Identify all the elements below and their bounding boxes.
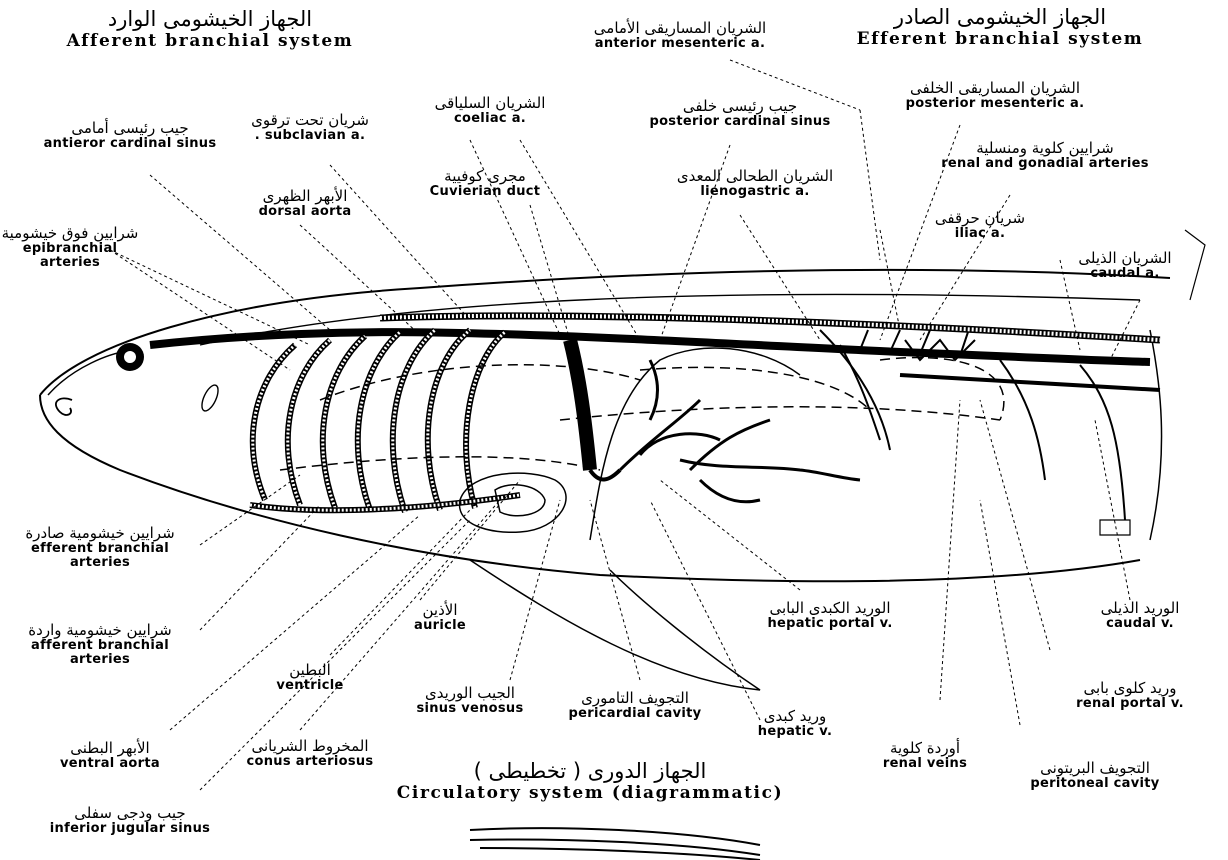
circulatory-system-header: الجهاز الدورى ( تخطيطى ) Circulatory sys…	[380, 760, 800, 803]
bottom-strip	[470, 828, 760, 860]
label-subclavian: شريان تحت ترقوى. subclavian a.	[240, 112, 380, 143]
efferent-system-header: الجهاز الخيشومى الصادر Efferent branchia…	[820, 6, 1180, 49]
afferent-system-header: الجهاز الخيشومى الوارد Afferent branchia…	[60, 8, 360, 51]
dorsal-aorta	[150, 332, 1150, 362]
